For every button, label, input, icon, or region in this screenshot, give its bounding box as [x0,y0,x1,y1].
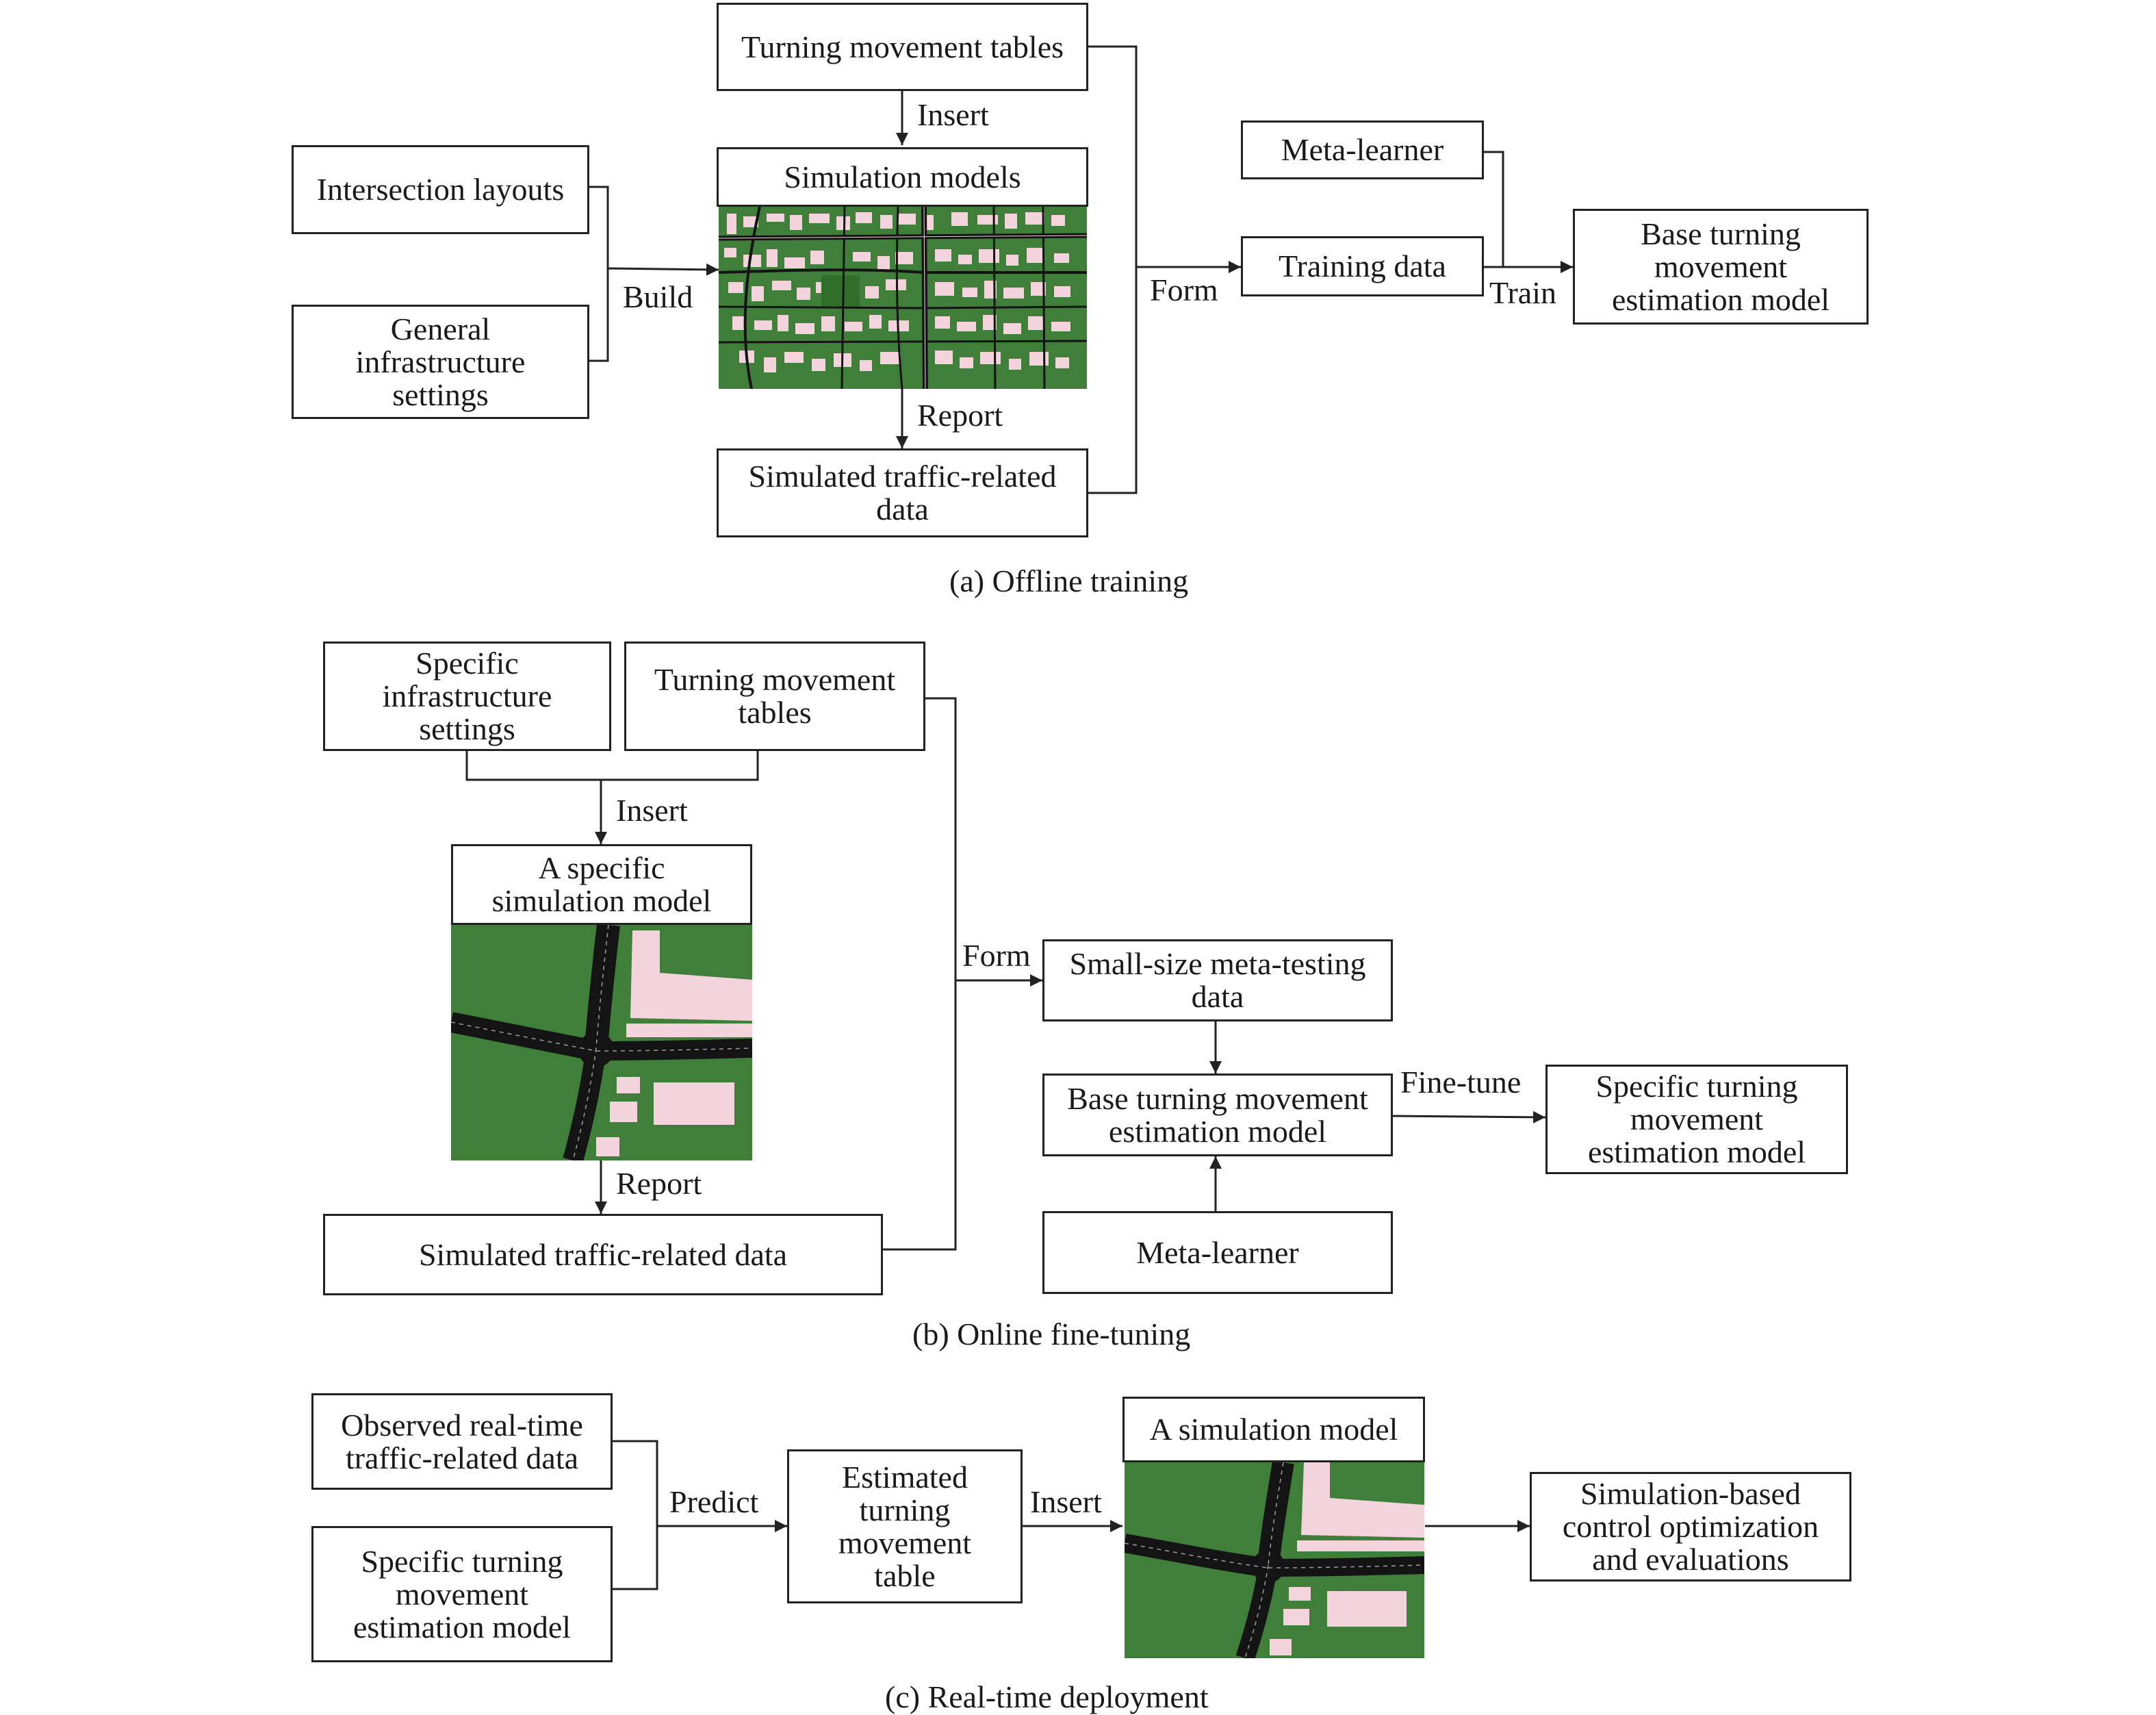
predict-label: Predict [669,1484,759,1519]
bracket-form-a [1086,45,1241,494]
insert-label: Insert [917,97,989,132]
build-label: Build [623,279,693,314]
report-label-b: Report [616,1166,702,1201]
simulated-traffic-data-box: Simulated traffic-related data [717,448,1088,537]
specific-model-box: Specific turning movement estimation mod… [1545,1065,1848,1174]
bracket-train [1482,151,1573,267]
meta-learner-box: Meta-learner [1241,120,1484,179]
observed-data-box: Observed real-time traffic-related data [311,1393,613,1490]
training-data-box: Training data [1241,236,1484,296]
insert-label-c: Insert [1030,1484,1102,1519]
intersection-map-b [451,925,752,1160]
city-road-network-map [719,207,1087,389]
bracket-predict [611,1440,787,1590]
form-label: Form [1150,272,1218,307]
simulation-models-box: Simulation models [717,147,1088,207]
simulated-traffic-data-box-b: Simulated traffic-related data [323,1214,883,1295]
insert-label-b: Insert [616,793,688,828]
form-label-b: Form [962,938,1031,973]
specific-simulation-model-box: A specific simulation model [451,844,752,925]
bracket-form-b [881,697,1042,1251]
base-model-box-b: Base turning movement estimation model [1042,1074,1393,1156]
base-model-box: Base turning movement estimation model [1573,209,1869,325]
simulation-model-box-c: A simulation model [1122,1397,1425,1462]
caption-offline-training: (a) Offline training [949,563,1189,598]
train-label: Train [1489,275,1556,310]
general-infrastructure-settings-box: General infrastructure settings [292,305,589,419]
turning-movement-tables-box: Turning movement tables [717,3,1088,91]
estimated-table-box: Estimated turning movement table [787,1449,1023,1603]
arrow-fine-tune [1391,1110,1546,1123]
caption-real-time-deployment: (c) Real-time deployment [885,1679,1209,1714]
report-label: Report [917,398,1003,433]
bracket-insert-b [465,750,759,844]
intersection-layouts-box: Intersection layouts [292,145,589,234]
meta-testing-data-box: Small-size meta-testing data [1042,939,1393,1021]
meta-learner-box-b: Meta-learner [1042,1211,1393,1294]
specific-model-box-c: Specific turning movement estimation mod… [311,1526,613,1662]
fine-tune-label: Fine-tune [1400,1065,1522,1100]
intersection-map-c [1125,1462,1424,1658]
bracket-build [587,186,719,362]
caption-online-fine-tuning: (b) Online fine-tuning [912,1317,1191,1351]
turning-movement-tables-box-b: Turning movement tables [624,641,925,751]
control-optimization-box: Simulation-based control optimization an… [1530,1472,1851,1581]
specific-infrastructure-settings-box: Specific infrastructure settings [323,641,611,751]
